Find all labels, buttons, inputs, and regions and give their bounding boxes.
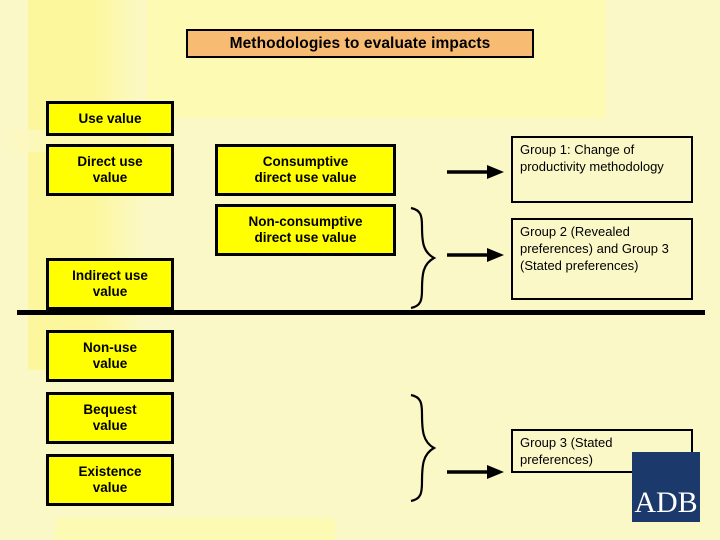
slide-title-banner: Methodologies to evaluate impacts <box>186 29 534 58</box>
adb-logo-text: ADB <box>634 486 698 519</box>
box-bequest-value: Bequest value <box>46 392 174 444</box>
box-group-1-methodology: Group 1: Change of productivity methodol… <box>511 136 693 203</box>
arrow-right-icon-group3 <box>447 465 504 479</box>
arrow-right-icon-group1 <box>447 165 504 179</box>
box-group-3-methodology: Group 3 (Stated preferences) <box>511 429 693 473</box>
background-band-bottom <box>55 518 335 540</box>
curly-brace-lower <box>410 393 437 503</box>
curly-brace-upper <box>410 206 437 310</box>
adb-logo: ADB <box>632 452 700 522</box>
box-consumptive-direct-use-value: Consumptive direct use value <box>215 144 396 196</box>
horizontal-divider-line <box>17 310 705 315</box>
arrow-right-icon-group2 <box>447 248 504 262</box>
background-band-upper <box>146 0 606 118</box>
box-non-use-value: Non-use value <box>46 330 174 382</box>
box-non-consumptive-direct-use-value: Non-consumptive direct use value <box>215 204 396 256</box>
box-indirect-use-value: Indirect use value <box>46 258 174 310</box>
box-existence-value: Existence value <box>46 454 174 506</box>
box-group-2-and-3-methodology: Group 2 (Revealed preferences) and Group… <box>511 218 693 300</box>
box-direct-use-value: Direct use value <box>46 144 174 196</box>
box-use-value: Use value <box>46 101 174 136</box>
background-band-top-left <box>28 0 146 160</box>
